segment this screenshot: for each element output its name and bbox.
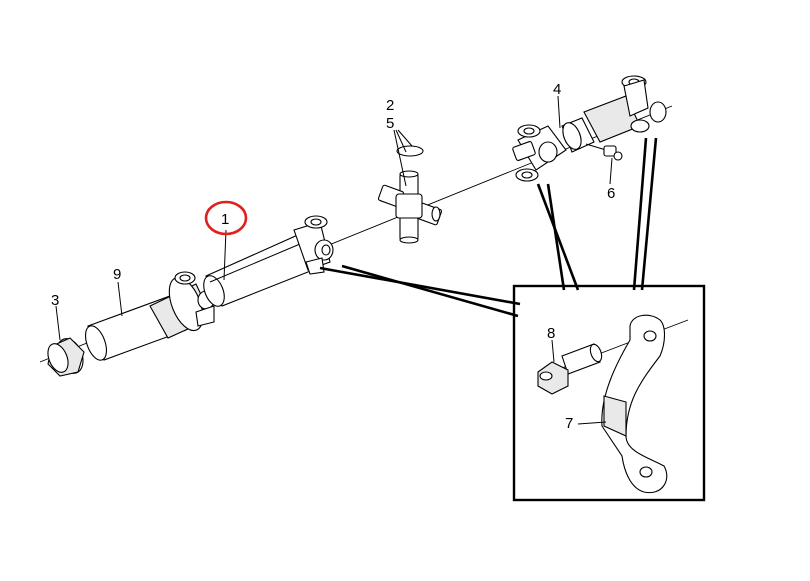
callout-label-grease-fitting: 6: [607, 185, 615, 202]
highlight-circle: [204, 200, 248, 236]
callout-label-cross-kit: 2: [386, 97, 394, 114]
circlip-part[interactable]: [396, 145, 424, 157]
callout-label-center-yoke: 4: [553, 81, 561, 98]
callout-label-strap: 7: [565, 415, 573, 432]
end-cap-part[interactable]: [44, 335, 88, 377]
bolt-part[interactable]: [537, 343, 604, 395]
callout-label-bolt: 8: [547, 325, 555, 342]
callout-label-end-cap: 3: [51, 292, 59, 309]
callout-label-circlip: 5: [386, 115, 394, 132]
leader-lines: [55, 95, 613, 425]
strap-part[interactable]: [601, 314, 668, 494]
grease-fitting-part[interactable]: [585, 143, 623, 161]
slip-yoke-part[interactable]: [149, 271, 215, 339]
center-yoke-part[interactable]: [512, 75, 667, 182]
callout-label-slip-tube: 9: [113, 266, 121, 283]
inset-callout-lines: [319, 137, 658, 318]
callout-label-shaft: 1: [221, 211, 229, 228]
shaft-end-yoke-part[interactable]: [293, 215, 334, 275]
universal-joint-cross-part[interactable]: [377, 170, 443, 244]
